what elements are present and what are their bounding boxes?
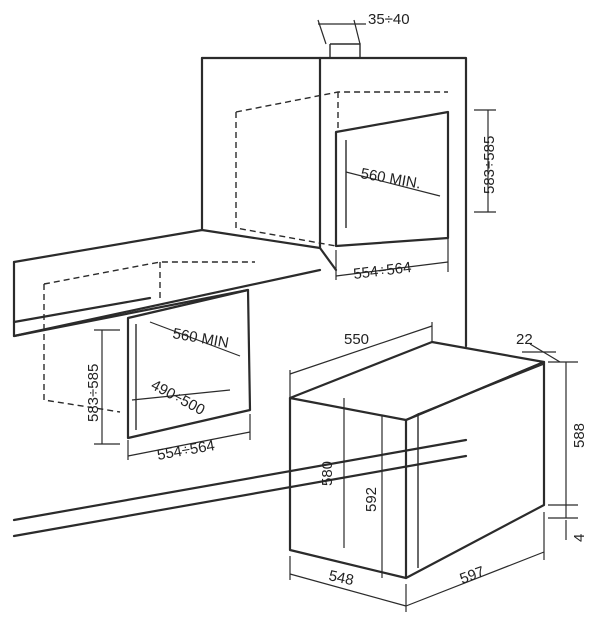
label-upper-width: 554÷564 (352, 259, 412, 283)
label-top-offset: 35÷40 (368, 11, 410, 28)
label-oven-depth-bottom: 548 (327, 567, 355, 589)
label-oven-front-gap: 22 (516, 331, 533, 348)
label-oven-bottom-gap: 4 (571, 534, 588, 542)
label-lower-depth-min: 560 MIN (171, 325, 230, 352)
worktop (12, 228, 322, 338)
label-oven-height-side: 580 (319, 461, 336, 486)
label-oven-height-front: 592 (363, 487, 380, 512)
label-upper-depth-min: 560 MIN. (359, 165, 422, 192)
upper-cabinet (200, 43, 468, 348)
label-lower-width: 554÷564 (156, 437, 216, 464)
label-oven-depth-top: 550 (344, 331, 369, 348)
dimension-lines (94, 19, 578, 612)
lower-cabinet (12, 261, 468, 538)
label-oven-height-right: 588 (571, 423, 588, 448)
oven (288, 340, 546, 580)
label-upper-height: 583÷585 (481, 136, 498, 194)
upper-niche (235, 91, 450, 248)
label-oven-width: 597 (458, 563, 487, 588)
label-lower-height: 583÷585 (85, 364, 102, 422)
